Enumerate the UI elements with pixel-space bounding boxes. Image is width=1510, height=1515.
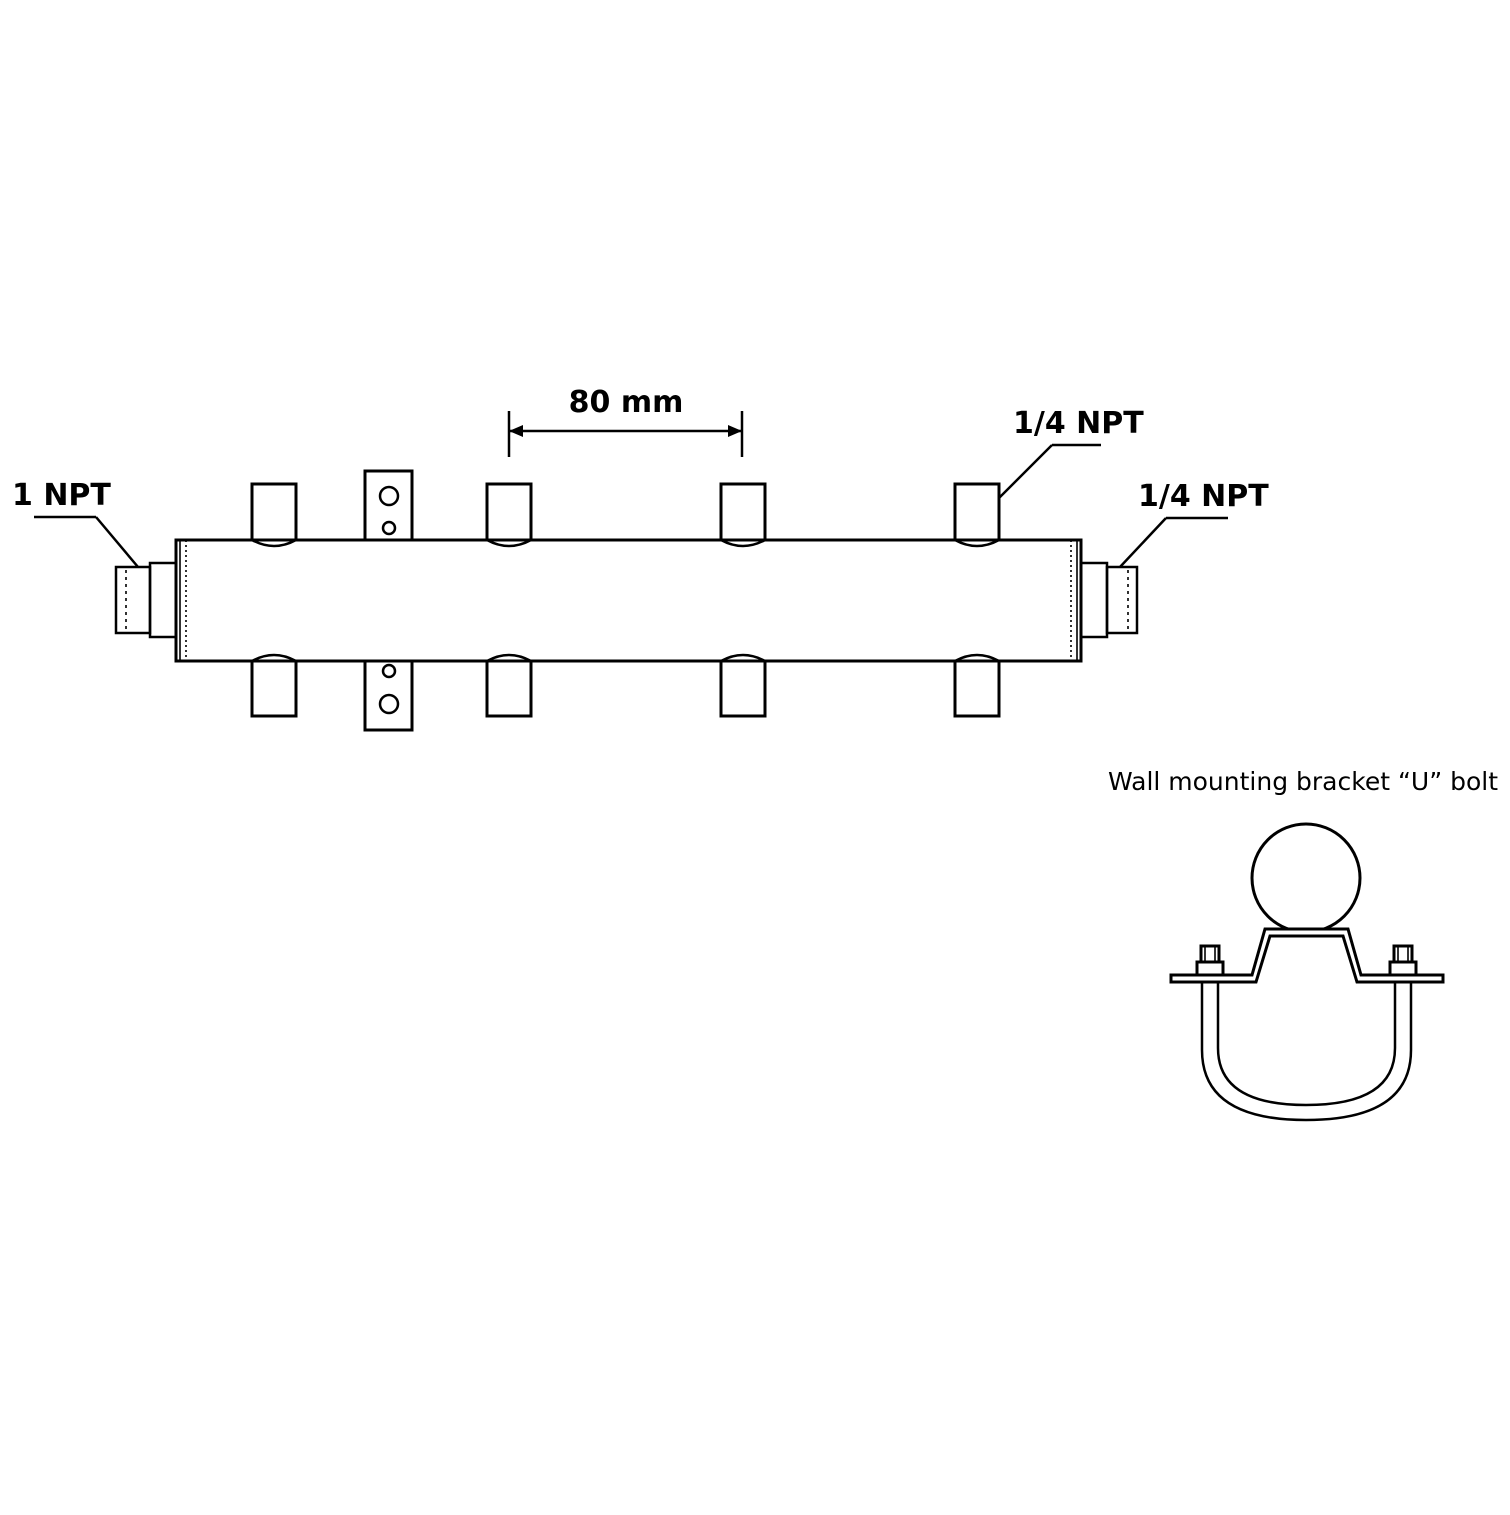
outlet-label: 1/4 NPT <box>1138 479 1269 514</box>
bottom-bracket-plate <box>363 659 414 732</box>
leader-top-port: 1/4 NPT <box>998 406 1144 499</box>
dimension-80mm: 80 mm <box>507 385 744 457</box>
right-outlet-fitting <box>1079 561 1139 639</box>
top-port <box>953 482 1001 548</box>
bottom-port <box>485 653 533 718</box>
bottom-port <box>250 653 298 718</box>
leader-outlet: 1/4 NPT <box>1119 479 1269 568</box>
top-port <box>250 482 298 548</box>
inlet-label: 1 NPT <box>12 478 111 513</box>
left-inlet-fitting <box>114 561 178 639</box>
top-port <box>719 482 767 548</box>
top-port <box>485 482 533 548</box>
bracket-caption: Wall mounting bracket “U” bolt <box>1108 767 1498 796</box>
top-bracket-plate <box>363 469 414 542</box>
bottom-port <box>719 653 767 718</box>
leader-inlet: 1 NPT <box>12 478 139 568</box>
dimension-label: 80 mm <box>569 385 684 420</box>
bottom-port <box>953 653 1001 718</box>
top-port-label: 1/4 NPT <box>1013 406 1144 441</box>
u-bolt-detail: Wall mounting bracket “U” bolt <box>1108 767 1498 1122</box>
manifold-body <box>174 538 1083 663</box>
